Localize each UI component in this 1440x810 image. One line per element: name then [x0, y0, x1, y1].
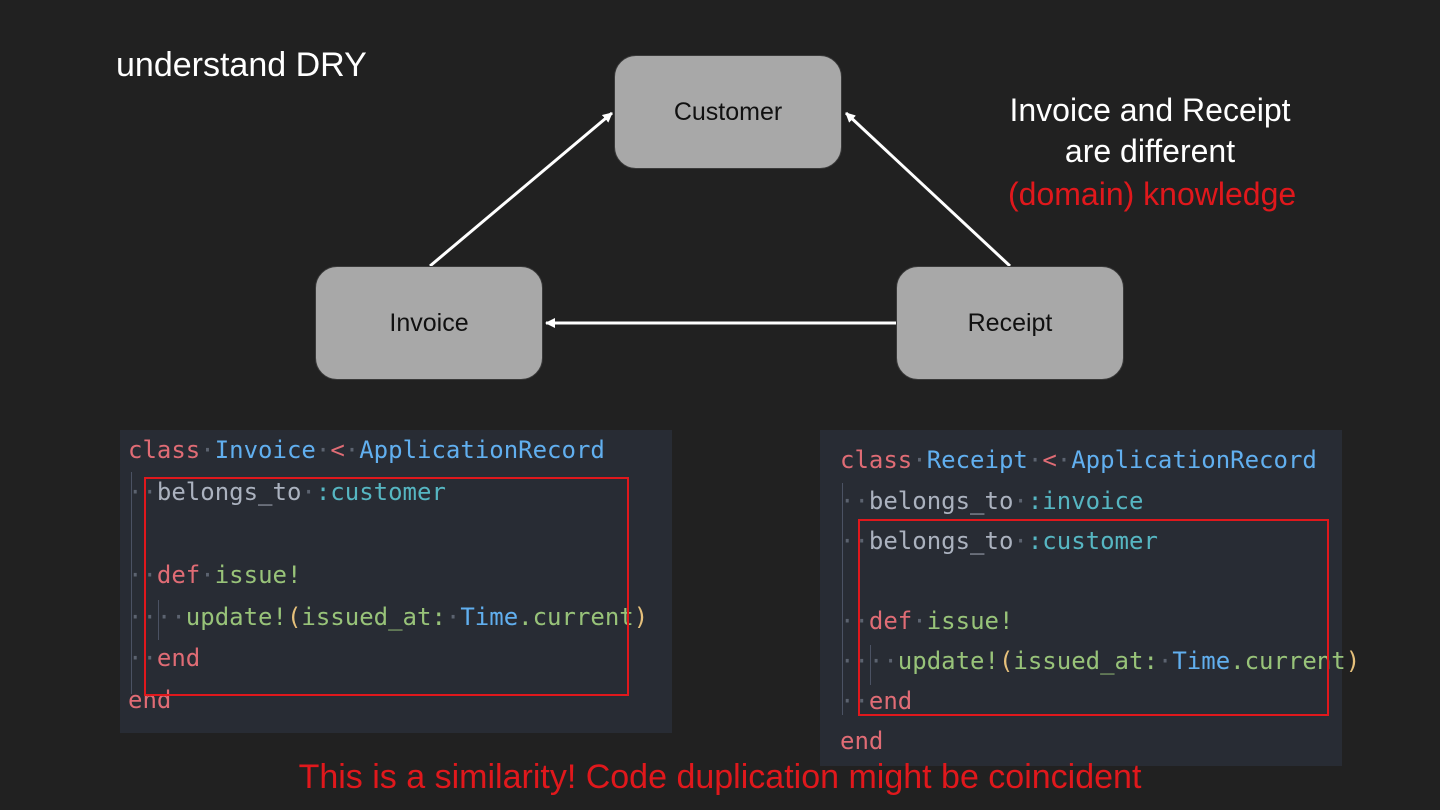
- code-line: ····update!(issued_at:·Time.current): [128, 603, 649, 631]
- slide-title: understand DRY: [116, 46, 367, 84]
- note-line-3: (domain) knowledge: [1008, 176, 1297, 212]
- code-symbol: :invoice: [1027, 487, 1144, 515]
- code-paren: ): [1345, 647, 1361, 675]
- indent-guide: [131, 472, 132, 694]
- code-keyword: end: [840, 727, 884, 755]
- code-line: end: [840, 726, 883, 756]
- code-arg-key: issued_at:: [1013, 647, 1158, 675]
- node-customer: Customer: [614, 55, 842, 169]
- indent-guide: [158, 600, 159, 640]
- code-keyword: def: [868, 607, 913, 635]
- code-operator: <: [330, 436, 345, 464]
- node-invoice-label: Invoice: [389, 308, 469, 337]
- arrow-receipt-to-customer: [844, 111, 1012, 268]
- code-keyword: end: [156, 644, 201, 672]
- code-call: update!: [897, 647, 999, 675]
- invoice-code-block: class·Invoice·<·ApplicationRecord ··belo…: [120, 430, 672, 733]
- code-keyword: end: [868, 687, 913, 715]
- code-keyword: end: [128, 686, 172, 714]
- code-method: belongs_to: [868, 487, 1014, 515]
- node-receipt-label: Receipt: [967, 308, 1053, 337]
- code-line: ··belongs_to·:customer: [128, 478, 446, 506]
- node-customer-label: Customer: [673, 97, 783, 126]
- code-line: end: [128, 685, 171, 715]
- code-line: ··belongs_to·:invoice: [840, 487, 1144, 515]
- code-method: belongs_to: [868, 527, 1014, 555]
- code-method-chain: .current: [1230, 647, 1346, 675]
- code-symbol: :customer: [315, 478, 446, 506]
- code-call: update!: [185, 603, 287, 631]
- code-line: ··def·issue!: [840, 607, 1014, 635]
- code-class-name: Invoice: [214, 436, 316, 464]
- code-method-chain: .current: [518, 603, 634, 631]
- code-keyword: class: [840, 446, 913, 474]
- footer-caption: This is a similarity! Code duplication m…: [298, 758, 1142, 796]
- code-line: ····update!(issued_at:·Time.current): [840, 647, 1361, 675]
- code-constant: Time: [1172, 647, 1231, 675]
- code-line: ··end: [128, 644, 201, 672]
- code-symbol: :customer: [1027, 527, 1158, 555]
- code-arg-key: issued_at:: [301, 603, 446, 631]
- code-paren: (: [998, 647, 1014, 675]
- code-line: ··def·issue!: [128, 561, 302, 589]
- code-parent-class: ApplicationRecord: [1071, 446, 1317, 474]
- arrow-invoice-to-customer: [429, 111, 613, 268]
- node-receipt: Receipt: [896, 266, 1124, 380]
- receipt-code-block: class·Receipt·<·ApplicationRecord ··belo…: [820, 430, 1360, 766]
- code-line: class·Invoice·<·ApplicationRecord: [128, 436, 605, 464]
- node-invoice: Invoice: [315, 266, 543, 380]
- note-line-2: are different: [1064, 133, 1236, 169]
- code-paren: ): [633, 603, 649, 631]
- indent-guide: [870, 645, 871, 685]
- code-constant: Time: [460, 603, 519, 631]
- code-line: ··belongs_to·:customer: [840, 527, 1158, 555]
- code-operator: <: [1042, 446, 1057, 474]
- note-line-1: Invoice and Receipt: [1009, 92, 1291, 128]
- code-parent-class: ApplicationRecord: [359, 436, 605, 464]
- code-method: belongs_to: [156, 478, 302, 506]
- code-line: class·Receipt·<·ApplicationRecord: [840, 446, 1317, 474]
- indent-guide: [842, 483, 843, 715]
- code-method-name: issue!: [926, 607, 1014, 635]
- code-class-name: Receipt: [926, 446, 1028, 474]
- code-method-name: issue!: [214, 561, 302, 589]
- code-paren: (: [286, 603, 302, 631]
- code-line: ··end: [840, 687, 913, 715]
- duplication-highlight-box: [858, 519, 1329, 716]
- code-keyword: class: [128, 436, 201, 464]
- code-keyword: def: [156, 561, 201, 589]
- duplication-highlight-box: [144, 477, 629, 696]
